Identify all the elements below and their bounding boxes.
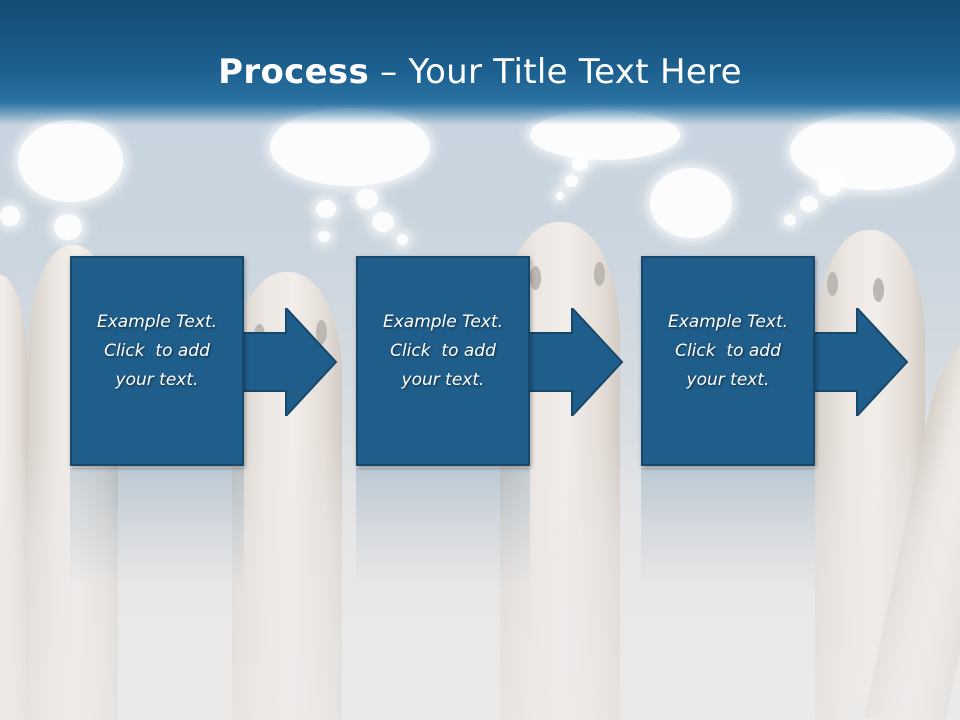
step-line: Example Text. xyxy=(96,312,218,332)
process-step-2[interactable]: Example Text. Click to add your text. xyxy=(356,256,624,466)
cloud xyxy=(784,214,796,226)
arrow-right-icon xyxy=(528,308,624,416)
cloud xyxy=(54,214,82,240)
finger-eye xyxy=(873,278,884,302)
step-text[interactable]: Example Text. Click to add your text. xyxy=(649,308,807,395)
step-reflection xyxy=(641,468,815,588)
cloud xyxy=(650,168,732,238)
cloud xyxy=(372,212,394,232)
title-strong: Process xyxy=(218,52,370,92)
step-line: Click to add xyxy=(675,341,781,361)
finger-eye xyxy=(594,262,605,286)
cloud xyxy=(800,196,818,212)
process-step-3[interactable]: Example Text. Click to add your text. xyxy=(641,256,909,466)
finger-eye xyxy=(316,320,327,344)
step-line: your text. xyxy=(115,370,199,390)
cloud xyxy=(556,192,564,200)
step-box xyxy=(70,256,244,466)
cloud xyxy=(572,157,588,171)
step-reflection xyxy=(70,468,244,588)
step-line: Example Text. xyxy=(667,312,789,332)
cloud xyxy=(565,175,578,187)
cloud xyxy=(356,189,378,209)
arrow-right-icon xyxy=(242,308,338,416)
process-step-1[interactable]: Example Text. Click to add your text. xyxy=(70,256,338,466)
step-text[interactable]: Example Text. Click to add your text. xyxy=(78,308,236,395)
title-bar xyxy=(0,0,960,125)
step-reflection xyxy=(356,468,530,588)
step-box xyxy=(641,256,815,466)
cloud xyxy=(790,112,955,190)
step-box xyxy=(356,256,530,466)
step-line: your text. xyxy=(686,370,770,390)
finger-eye xyxy=(530,266,541,290)
title-rest: – Your Title Text Here xyxy=(369,52,742,92)
step-line: Example Text. xyxy=(382,312,504,332)
cloud xyxy=(0,206,20,226)
step-line: your text. xyxy=(401,370,485,390)
step-text[interactable]: Example Text. Click to add your text. xyxy=(364,308,522,395)
cloud xyxy=(318,231,330,242)
slide-title[interactable]: Process – Your Title Text Here xyxy=(0,52,960,92)
cloud xyxy=(18,120,123,202)
foreground-fade xyxy=(0,440,960,720)
cloud xyxy=(397,234,408,245)
step-line: Click to add xyxy=(104,341,210,361)
cloud xyxy=(316,200,336,218)
cloud xyxy=(818,174,842,196)
arrow-right-icon xyxy=(813,308,909,416)
step-line: Click to add xyxy=(390,341,496,361)
finger-eye xyxy=(827,272,838,296)
